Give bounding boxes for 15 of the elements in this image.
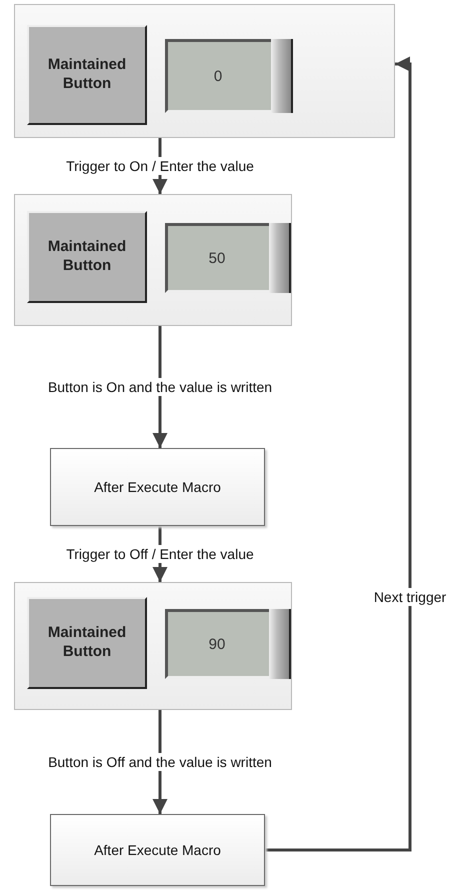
edge-label: Button is Off and the value is written (46, 753, 274, 771)
maintained-button: Maintained Button (27, 25, 147, 125)
edge-label: Trigger to Off / Enter the value (64, 545, 256, 563)
arrow (265, 56, 412, 852)
edge-label: Trigger to On / Enter the value (64, 157, 256, 175)
maintained-button: Maintained Button (27, 597, 147, 689)
screenshot-panel (14, 582, 292, 710)
value-display: 0 (165, 39, 293, 113)
value-display: 50 (165, 223, 291, 293)
screenshot-panel (14, 4, 395, 138)
maintained-button: Maintained Button (27, 211, 147, 303)
value-display: 90 (165, 609, 291, 679)
process-box: After Execute Macro (50, 448, 265, 526)
process-box: After Execute Macro (50, 814, 265, 886)
screenshot-panel (14, 194, 292, 326)
